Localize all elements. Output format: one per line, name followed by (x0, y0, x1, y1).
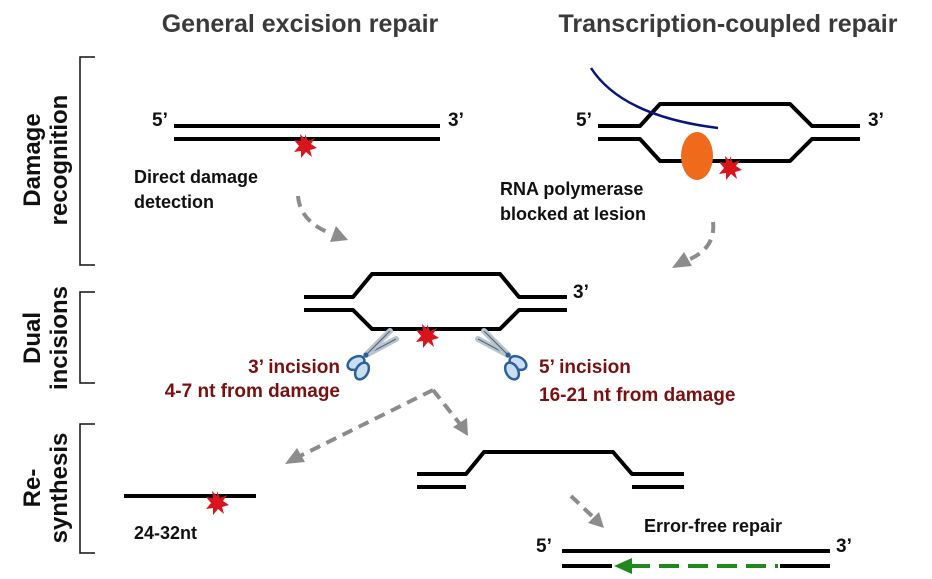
incisions-bracket (79, 291, 95, 384)
transcription-three-prime: 3’ (868, 110, 884, 131)
incision-to-fragment-arrow (299, 388, 434, 458)
right-incision-line1: 5’ incision (539, 357, 631, 378)
scissors-icon (478, 331, 529, 382)
svg-text:synthesis: synthesis (46, 433, 73, 544)
svg-text:recognition: recognition (46, 95, 73, 226)
gap-to-repair-arrowhead (588, 512, 604, 528)
incision-to-gap-arrowhead (453, 418, 468, 436)
svg-text:Damage: Damage (19, 113, 46, 206)
scissors-icon (345, 331, 396, 382)
repair-three-prime: 3’ (836, 536, 852, 557)
recognition-stage-label: Damage recognition (19, 95, 73, 226)
transcription-to-incision-arrow (687, 221, 716, 262)
general-three-prime: 3’ (448, 110, 464, 131)
recognition-bracket (79, 56, 95, 266)
transcription-to-incision-arrowhead (672, 252, 692, 268)
gapped-dna-duplex (417, 450, 684, 489)
outcome-label: Error-free repair (644, 516, 782, 536)
incisions-stage-label: Dual incisions (19, 286, 73, 390)
general-title: General excision repair (162, 10, 439, 38)
incision-to-fragment-arrowhead (285, 448, 305, 464)
general-label-line2: detection (134, 192, 214, 212)
right-incision-line2: 16-21 nt from damage (539, 385, 735, 406)
incision-dna-bubble (304, 272, 567, 331)
transcription-label-line1: RNA polymerase (500, 179, 643, 199)
general-label-line1: Direct damage (134, 167, 258, 187)
gap-to-repair-arrow (569, 494, 594, 518)
general-five-prime: 5’ (152, 110, 168, 131)
general-to-incision-arrowhead (330, 226, 348, 242)
left-incision-line2: 4-7 nt from damage (165, 381, 340, 402)
synthesis-arrowhead (614, 558, 632, 574)
rna-transcript (589, 67, 719, 130)
transcription-label-line2: blocked at lesion (500, 204, 646, 224)
general-dna-duplex (174, 124, 440, 141)
incision-to-gap-arrow (431, 388, 462, 426)
general-to-incision-arrow (296, 195, 333, 236)
incision-three-prime: 3’ (573, 282, 589, 303)
transcription-dna-bubble (598, 102, 860, 163)
fragment-label: 24-32nt (134, 523, 197, 543)
svg-text:Dual: Dual (19, 312, 46, 364)
rna-polymerase-icon (681, 132, 713, 180)
resynthesis-stage-label: Re- synthesis (19, 433, 73, 544)
left-incision-line1: 3’ incision (248, 357, 340, 378)
transcription-five-prime: 5’ (576, 110, 592, 131)
svg-text:incisions: incisions (46, 286, 73, 390)
repair-five-prime: 5’ (536, 536, 552, 557)
svg-text:Re-: Re- (19, 469, 46, 508)
transcription-title: Transcription-coupled repair (559, 10, 898, 38)
resynthesis-bracket (79, 423, 95, 554)
